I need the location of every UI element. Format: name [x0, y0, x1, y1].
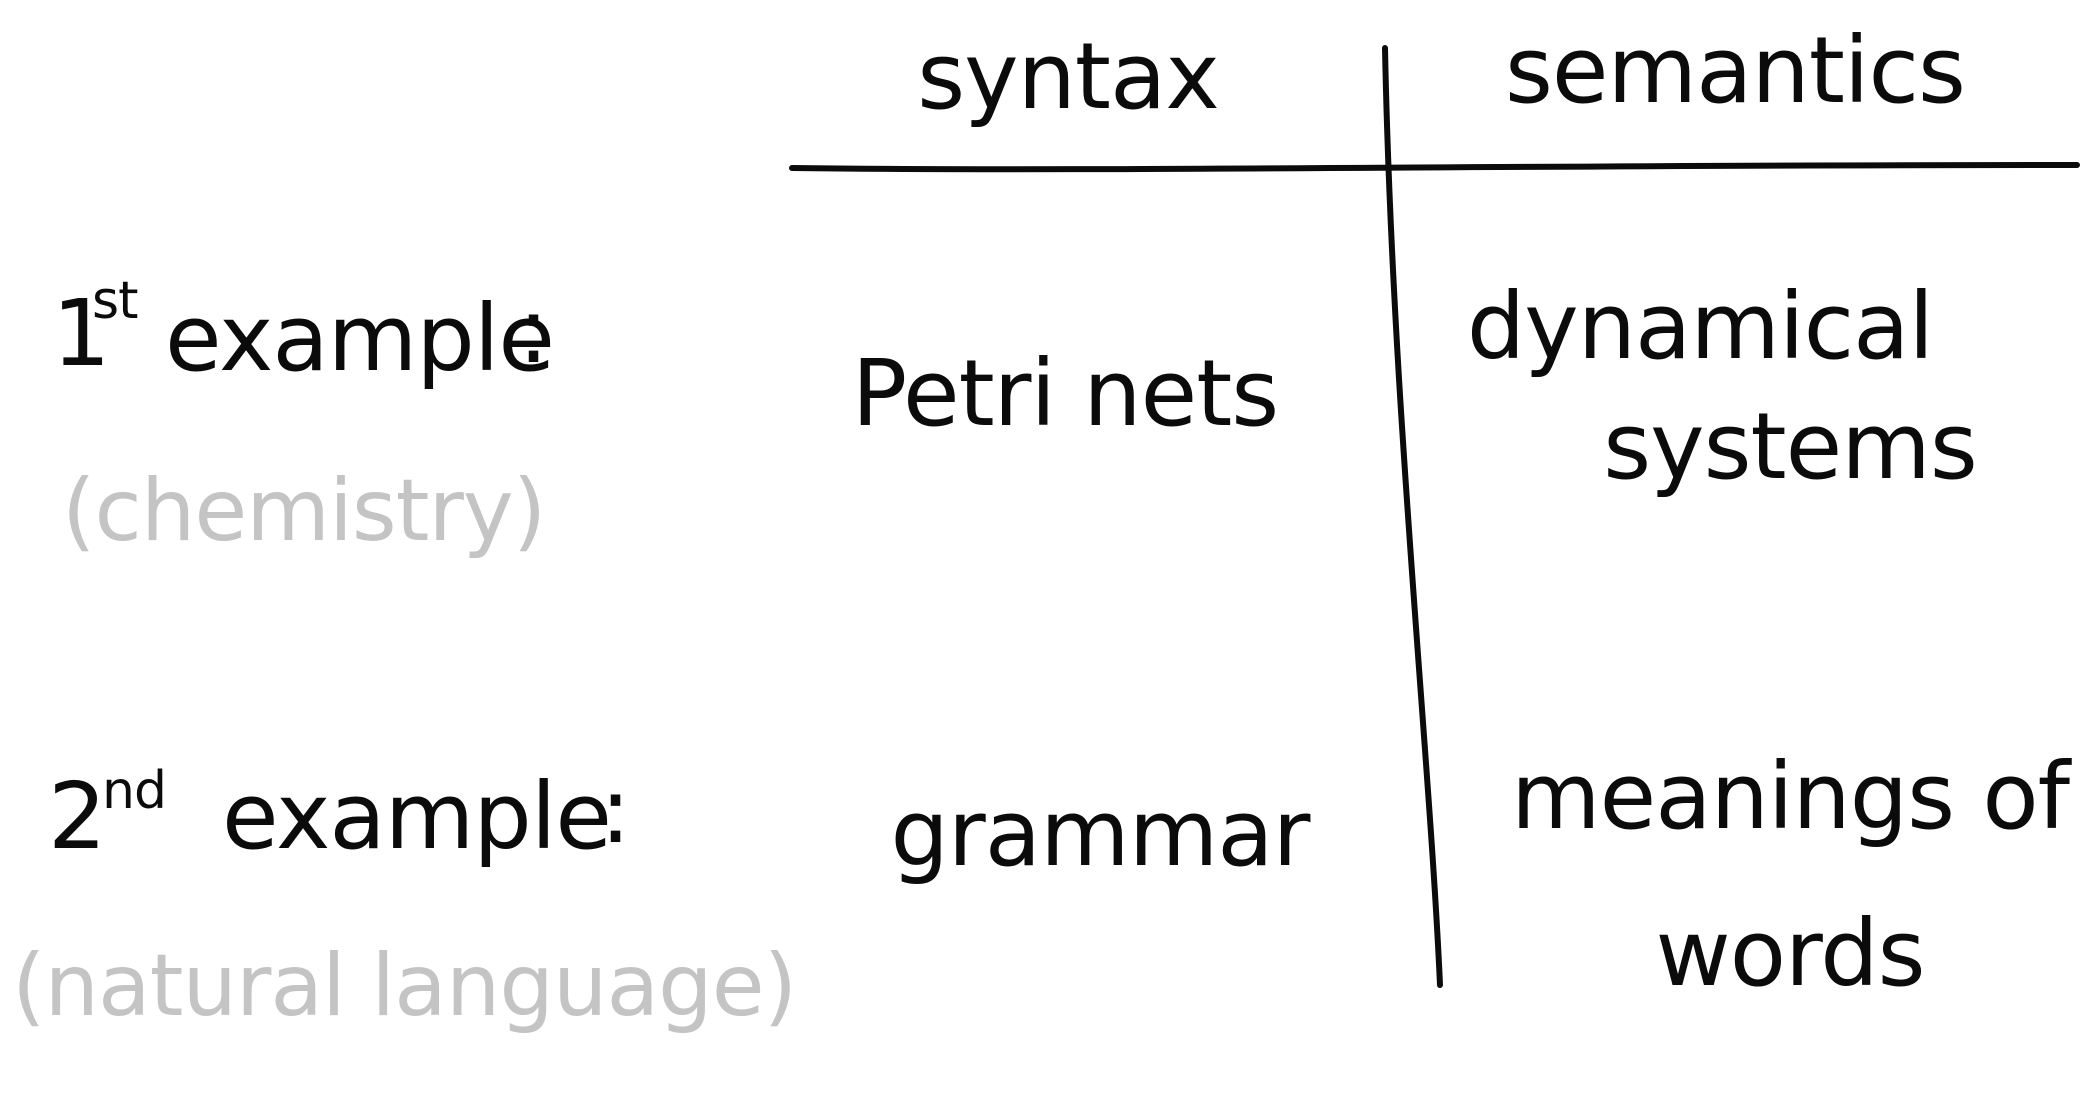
row-2-semantics-line-1: meanings of [1511, 743, 2073, 850]
row-2-number: 2 [48, 763, 106, 870]
row-2-label: 2 nd example : [48, 757, 631, 870]
row-2-domain-note: (natural language) [12, 936, 796, 1036]
row-1-ordinal-suffix: st [92, 271, 138, 331]
row-2-colon: : [600, 757, 630, 864]
row-1-label: 1 st example : [52, 271, 555, 392]
syntax-header: syntax [917, 23, 1219, 130]
semantics-header: semantics [1505, 17, 1965, 124]
row-1-example-word: example [165, 285, 554, 392]
row-1-semantics-line-2: systems [1603, 393, 1977, 500]
row-1-syntax-cell: Petri nets [852, 340, 1278, 447]
row-1-domain-note: (chemistry) [62, 461, 545, 561]
row-2-semantics-line-2: words [1655, 900, 1924, 1007]
row-1-semantics-line-1: dynamical [1467, 273, 1933, 380]
header-divider-line [789, 162, 2080, 173]
row-1-colon: : [518, 277, 548, 384]
row-2-ordinal-suffix: nd [102, 761, 166, 821]
column-divider-line [1382, 45, 1443, 988]
row-1-number: 1 [52, 280, 110, 387]
row-2-syntax-cell: grammar [890, 780, 1310, 887]
row-2-example-word: example [222, 763, 611, 870]
